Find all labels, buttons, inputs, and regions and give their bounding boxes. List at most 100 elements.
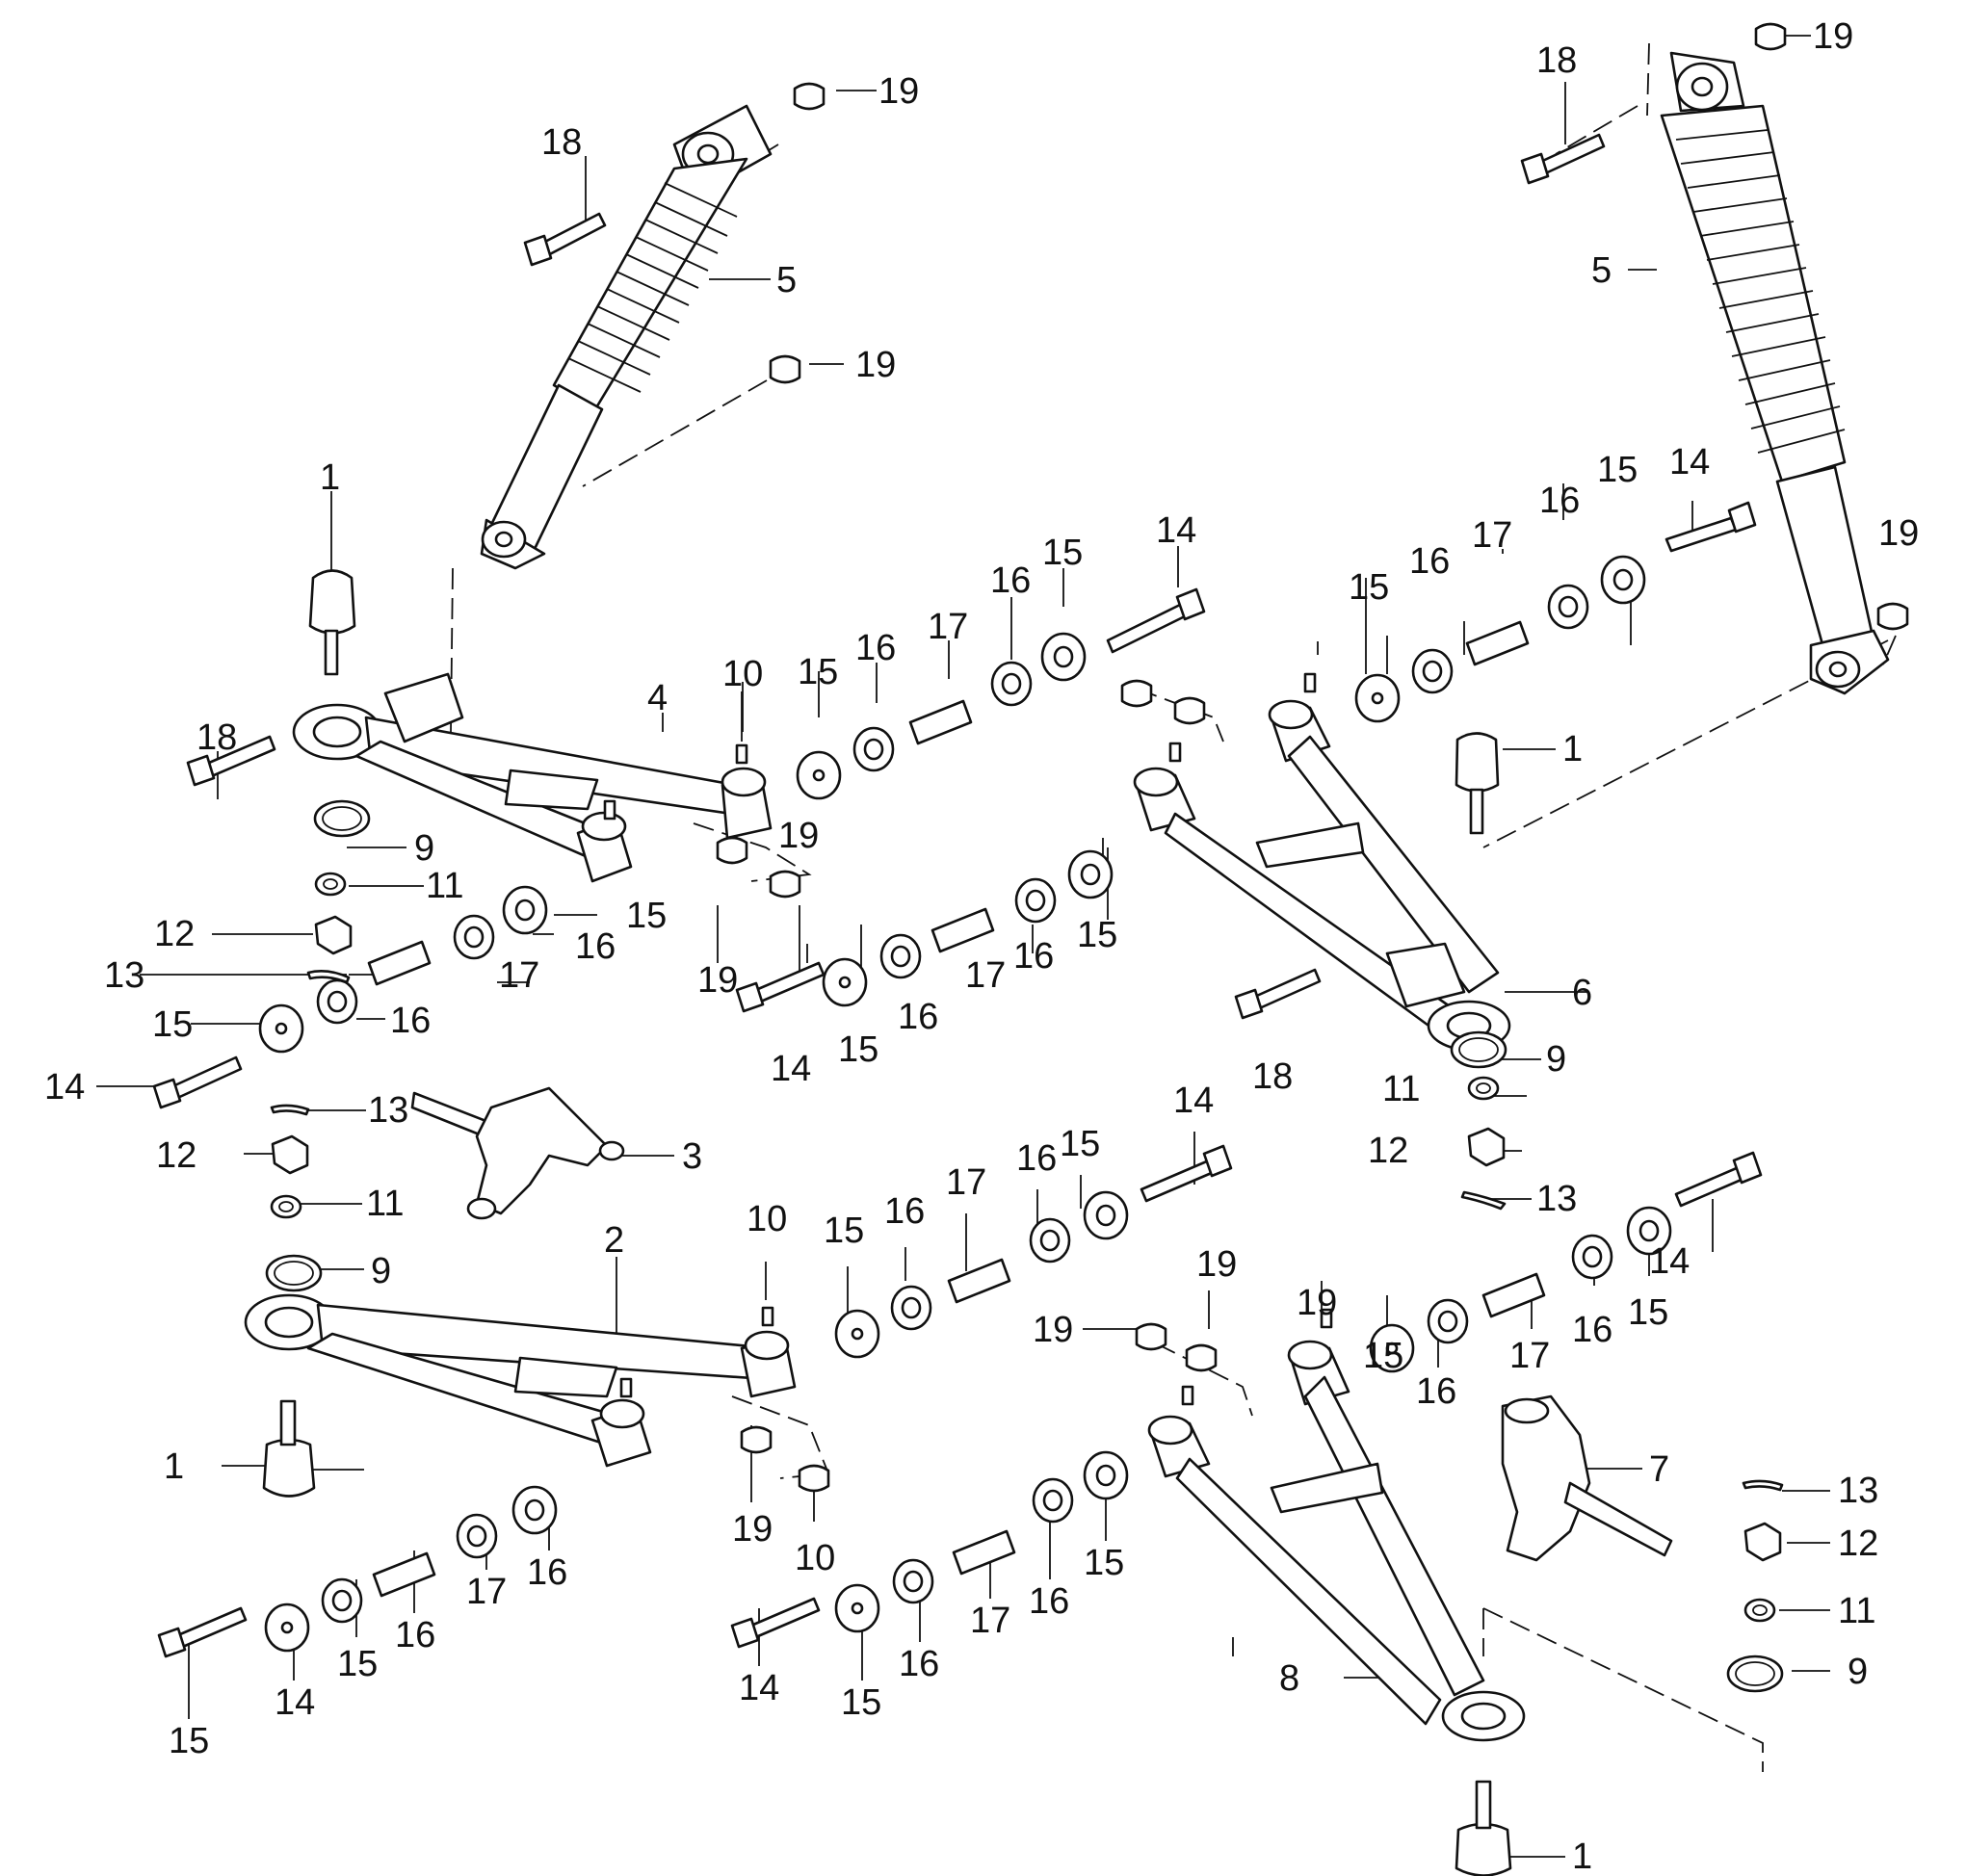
callout: 12 [156, 1135, 197, 1176]
callout: 16 [575, 926, 616, 967]
callout: 19 [1033, 1310, 1073, 1350]
callout: 19 [1196, 1244, 1237, 1285]
callout: 17 [946, 1162, 986, 1203]
callout: 18 [1252, 1056, 1293, 1097]
ball-joints [262, 569, 1512, 1876]
callout: 5 [1591, 250, 1612, 291]
callout: 10 [747, 1199, 787, 1239]
callout: 15 [626, 896, 667, 936]
callout: 12 [1368, 1131, 1408, 1171]
callout: 17 [499, 955, 539, 996]
callout: 1 [1572, 1837, 1592, 1876]
callout: 16 [898, 997, 938, 1037]
callout: 13 [368, 1090, 408, 1131]
callout: 16 [855, 628, 896, 668]
callout: 19 [1813, 16, 1853, 57]
callout: 2 [604, 1220, 624, 1261]
callout: 15 [824, 1211, 864, 1251]
callout: 18 [197, 717, 237, 758]
callout: 17 [928, 607, 968, 647]
callout: 15 [1628, 1292, 1668, 1333]
callout: 1 [320, 457, 340, 498]
callout: 17 [466, 1572, 507, 1612]
control-arm-6 [1133, 672, 1511, 1052]
callout: 16 [990, 560, 1031, 601]
callout: 15 [152, 1004, 193, 1045]
callout: 14 [1173, 1081, 1214, 1121]
callout: 9 [1848, 1652, 1868, 1692]
callout: 19 [1297, 1283, 1337, 1323]
callout: 14 [275, 1682, 315, 1723]
callout: 10 [722, 654, 763, 694]
steering-knuckle-3 [410, 1086, 625, 1220]
callout: 6 [1572, 973, 1592, 1013]
callout: 11 [1838, 1591, 1875, 1631]
callout: 9 [414, 828, 434, 869]
callout: 14 [739, 1668, 779, 1708]
callout: 15 [1060, 1124, 1100, 1164]
callout: 1 [164, 1446, 184, 1487]
callout: 16 [527, 1552, 567, 1593]
callout: 15 [798, 652, 838, 692]
callout: 13 [1536, 1179, 1577, 1219]
callout: 15 [337, 1644, 378, 1684]
callout: 8 [1279, 1658, 1299, 1699]
control-arm-4 [292, 672, 773, 883]
callout: 18 [1536, 40, 1577, 81]
callout: 7 [1649, 1449, 1669, 1490]
callout: 16 [1416, 1371, 1456, 1412]
callout: 14 [44, 1067, 85, 1107]
callout: 17 [1472, 515, 1512, 556]
callout: 14 [771, 1049, 811, 1089]
leader-lines [96, 35, 1830, 1858]
callout: 19 [778, 816, 819, 856]
callout: 16 [1029, 1581, 1069, 1622]
callout: 16 [1013, 936, 1054, 977]
callout: 17 [970, 1601, 1010, 1641]
callout: 4 [647, 678, 668, 718]
callout: 16 [899, 1644, 939, 1684]
callout: 15 [838, 1029, 878, 1070]
callout: 15 [1077, 915, 1117, 955]
callout: 16 [390, 1001, 431, 1041]
callout: 9 [371, 1251, 391, 1291]
callout: 11 [426, 866, 463, 906]
steering-knuckle-7 [1501, 1394, 1673, 1562]
callout: 16 [1016, 1138, 1057, 1179]
callout: 15 [169, 1721, 209, 1761]
callout: 15 [841, 1682, 881, 1723]
callout: 17 [965, 955, 1006, 996]
callout: 14 [1669, 442, 1710, 482]
control-arm-2 [244, 1293, 797, 1468]
shock-absorber-right [1660, 51, 1890, 695]
callout: 19 [1878, 513, 1919, 554]
callout: 19 [878, 71, 919, 112]
callout: 16 [1572, 1310, 1612, 1350]
callout: 9 [1546, 1039, 1566, 1080]
callout: 15 [1349, 567, 1389, 608]
bushings-washers [258, 555, 1672, 1653]
callout: 1 [1562, 729, 1583, 769]
small-hardware [265, 22, 1909, 1693]
callout: 12 [154, 914, 195, 954]
callout: 3 [682, 1136, 702, 1177]
callout: 15 [1084, 1543, 1124, 1583]
callout: 16 [395, 1615, 435, 1655]
callout: 16 [1539, 481, 1580, 521]
callout: 17 [1509, 1336, 1550, 1376]
callout: 13 [1838, 1471, 1878, 1511]
callout: 14 [1649, 1241, 1690, 1282]
callout: 15 [1042, 533, 1083, 573]
callout: 19 [697, 960, 738, 1001]
callout: 10 [795, 1538, 835, 1578]
callout: 5 [776, 260, 797, 300]
callout: 14 [1156, 510, 1196, 551]
callout: 16 [884, 1191, 925, 1232]
callout: 12 [1838, 1524, 1878, 1564]
callout: 11 [1382, 1069, 1420, 1109]
assembly-dash-lines [450, 42, 1897, 1772]
callout: 13 [104, 955, 144, 996]
callout: 15 [1597, 450, 1638, 490]
callout: 19 [732, 1509, 773, 1550]
